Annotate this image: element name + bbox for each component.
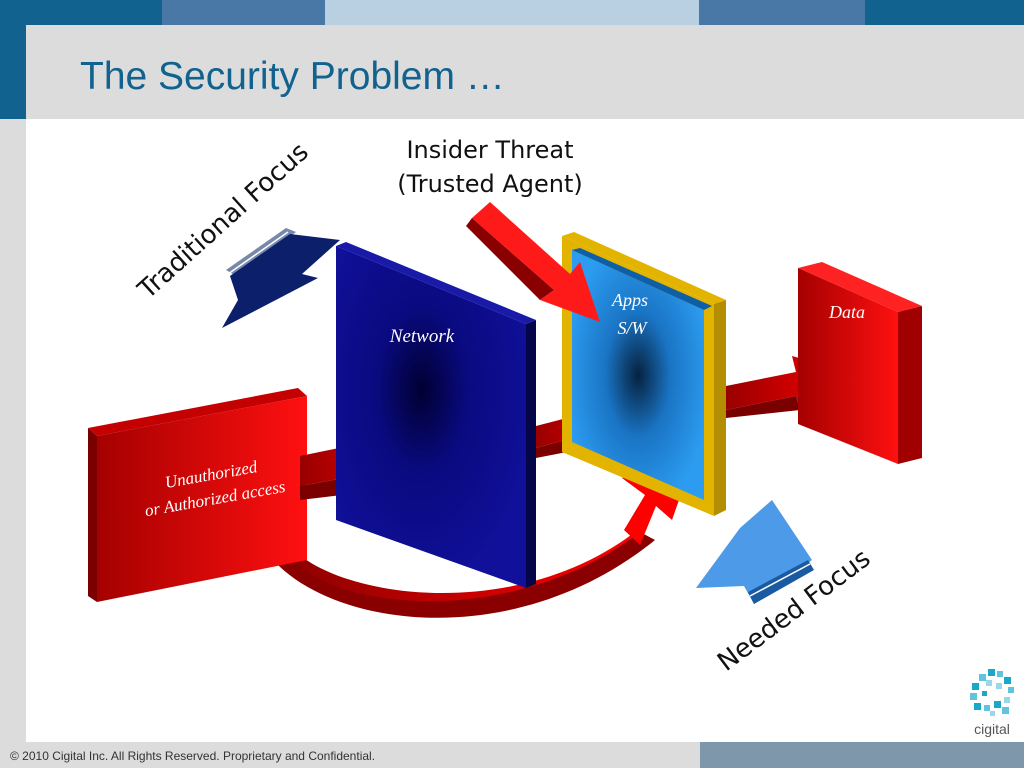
data-label: Data: [828, 302, 865, 322]
title-box: [26, 25, 1024, 119]
data-block: [798, 262, 922, 464]
header-band-2: [162, 0, 325, 25]
logo-text: cigital: [974, 721, 1010, 737]
apps-label-line2: S/W: [618, 318, 649, 338]
traditional-focus-arrow: [222, 228, 340, 328]
page-title: The Security Problem …: [80, 55, 505, 98]
cigital-logo-icon: cigital: [970, 669, 1014, 737]
network-label: Network: [389, 326, 455, 347]
network-block: [336, 242, 536, 588]
footer-copyright: © 2010 Cigital Inc. All Rights Reserved.…: [10, 749, 376, 763]
insider-threat-label-line1: Insider Threat: [406, 136, 573, 164]
footer-accent: [700, 742, 1024, 768]
access-block: [88, 388, 307, 602]
header-band-3: [325, 0, 699, 25]
header-left-strip: [0, 0, 26, 119]
insider-threat-arrow: [466, 202, 600, 322]
apps-label-line1: Apps: [611, 290, 648, 310]
footer-bar: [0, 742, 700, 768]
header-band-1: [0, 0, 162, 25]
insider-threat-label-line2: (Trusted Agent): [397, 170, 583, 198]
needed-focus-arrow: [696, 500, 814, 604]
left-side-strip: [0, 119, 26, 742]
header-band-5: [865, 0, 1024, 25]
apps-block: [562, 232, 726, 516]
header-band-4: [699, 0, 865, 25]
